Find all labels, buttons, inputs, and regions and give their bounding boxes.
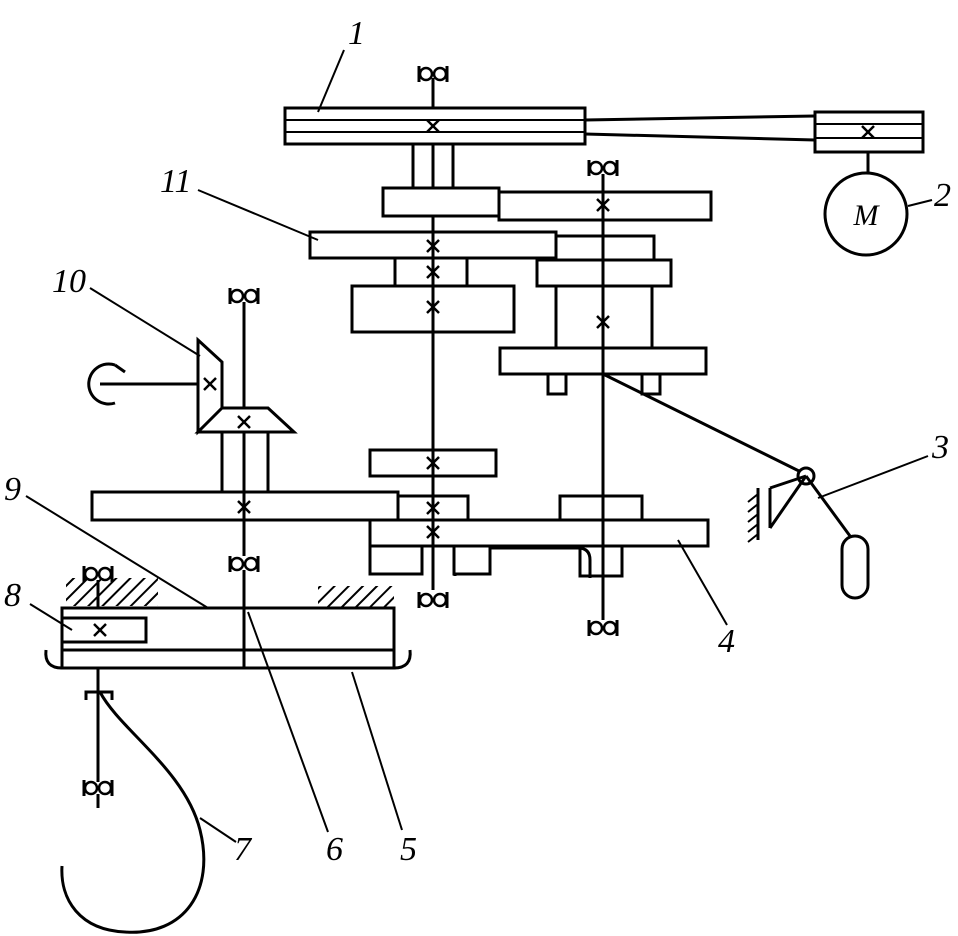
electric-motor: M [825, 152, 907, 255]
main-shaft [310, 64, 556, 450]
secondary-shaft [499, 158, 711, 638]
brake-gear [370, 496, 708, 578]
callout-2: 2 [934, 177, 951, 214]
governor-lever [603, 374, 868, 598]
callout-4: 4 [718, 623, 735, 660]
callout-7: 7 [234, 831, 253, 868]
callout-11: 11 [160, 163, 191, 200]
rotating-platform [46, 564, 410, 668]
callout-1: 1 [348, 15, 365, 52]
callout-8: 8 [4, 577, 21, 614]
hook-assembly [62, 668, 204, 932]
callout-10: 10 [52, 263, 86, 300]
callout-5: 5 [400, 831, 417, 868]
bevel-gear-shaft [89, 286, 398, 668]
callout-3: 3 [931, 429, 949, 466]
leader-lines [26, 50, 932, 842]
motor-label: M [853, 199, 881, 232]
callout-labels: 1 2 3 4 5 6 7 8 9 10 11 [4, 15, 951, 868]
callout-6: 6 [326, 831, 343, 868]
middle-gears [370, 450, 496, 610]
callout-9: 9 [4, 471, 21, 508]
belt-drive [285, 108, 923, 152]
